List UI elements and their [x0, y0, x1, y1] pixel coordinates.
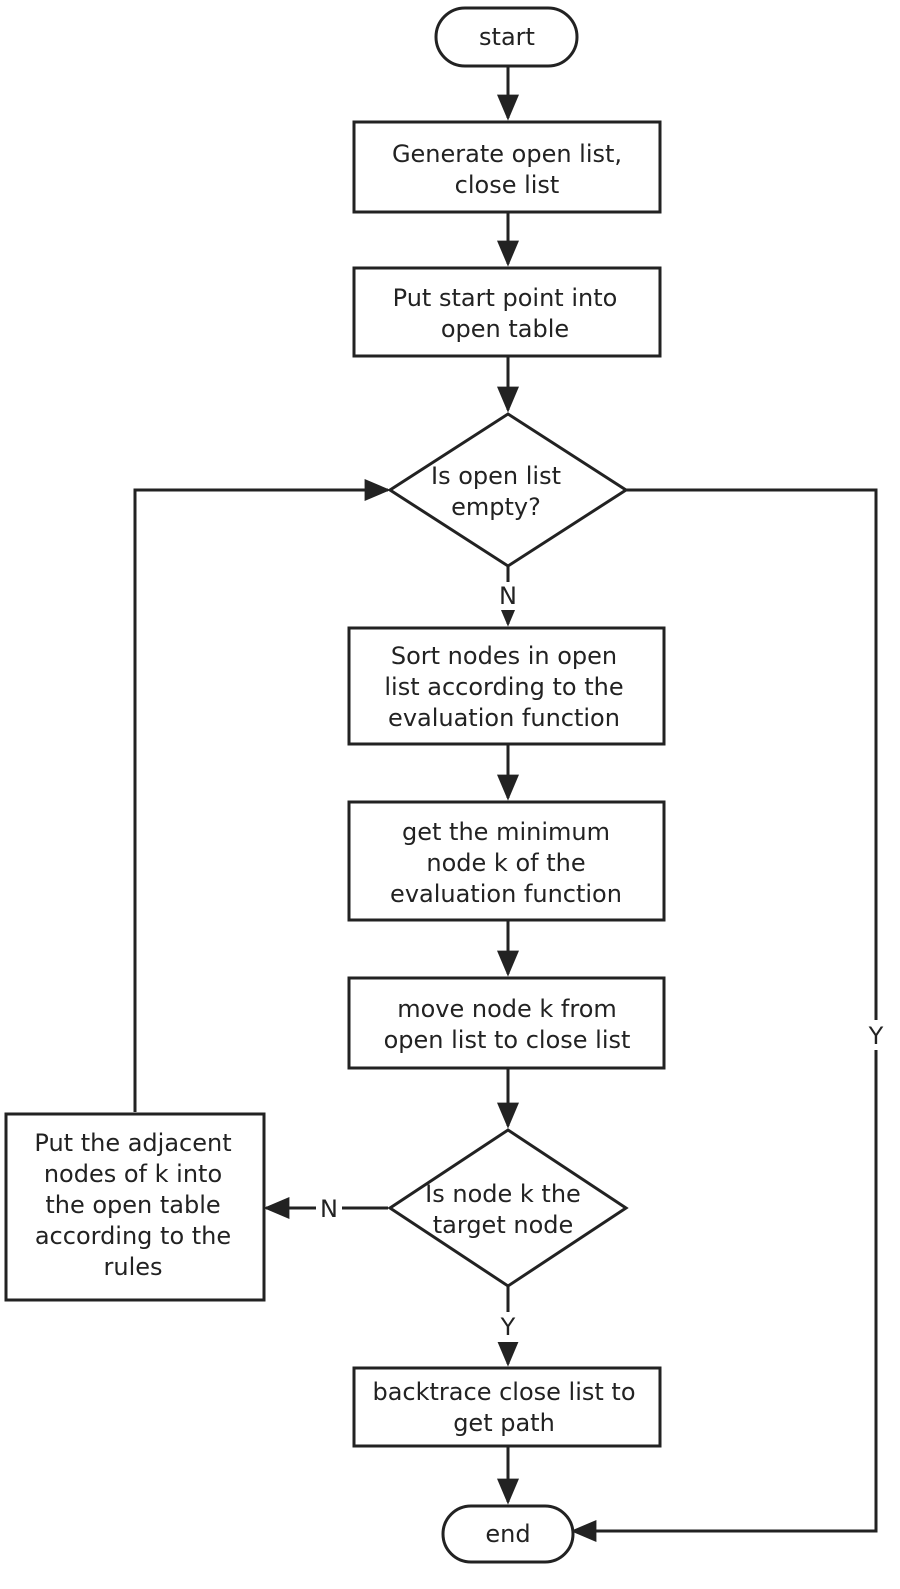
sort-box: [347, 626, 666, 746]
generate-label: Generate open list, close list: [392, 140, 622, 199]
label-line: move node k from: [397, 995, 617, 1023]
label-line: Is node k the: [425, 1180, 581, 1208]
edge-label-empty-no: N: [499, 582, 517, 610]
edge-is-empty-end: [570, 488, 878, 1542]
is-empty-diamond: [387, 412, 629, 568]
label-line: open table: [441, 315, 569, 343]
label-line: Put the adjacent: [34, 1129, 231, 1157]
is-target-diamond: [387, 1128, 629, 1288]
backtrace-box: [352, 1366, 662, 1448]
edge-label-target-yes: Y: [500, 1313, 516, 1341]
node-sort: Sort nodes in open list according to the e…: [347, 626, 666, 746]
node-end: end: [441, 1504, 575, 1564]
node-start: start: [434, 6, 579, 68]
get-min-box: [347, 800, 666, 922]
label-line: evaluation function: [390, 880, 622, 908]
label-line: target node: [433, 1211, 574, 1239]
put-adjacent-box: [4, 1112, 266, 1302]
label-line: Put start point into: [393, 284, 618, 312]
get-min-label: get the minimum node k of the evaluation f…: [390, 818, 622, 908]
node-put-start: Put start point into open table: [352, 266, 662, 358]
put-start-box: [352, 266, 662, 358]
start-terminal: [434, 6, 579, 68]
node-generate: Generate open list, close list: [352, 120, 662, 214]
label-line: evaluation function: [388, 704, 620, 732]
connectors: [133, 66, 878, 1542]
edge-label-bg: [496, 1312, 520, 1342]
node-is-empty: Is open list empty?: [387, 412, 629, 568]
label-line: list according to the: [384, 673, 623, 701]
end-label: end: [485, 1520, 530, 1548]
edge-label-bg: [864, 1020, 888, 1050]
edge-label-bg: [316, 1194, 342, 1222]
start-label: start: [479, 23, 535, 51]
label-line: node k of the: [426, 849, 585, 877]
backtrace-label: backtrace close list to get path: [372, 1378, 635, 1437]
node-is-target: Is node k the target node: [387, 1128, 629, 1288]
label-line: empty?: [451, 493, 541, 521]
label-line: Generate open list,: [392, 140, 622, 168]
label-line: rules: [103, 1253, 162, 1281]
label-line: get the minimum: [402, 818, 610, 846]
label-line: backtrace close list to: [372, 1378, 635, 1406]
label-line: open list to close list: [384, 1026, 631, 1054]
node-put-adjacent: Put the adjacent nodes of k into the open …: [4, 1112, 266, 1302]
move-box: [347, 976, 666, 1070]
edge-label-target-no: N: [320, 1195, 338, 1223]
label-line: Is open list: [431, 462, 561, 490]
label-line: get path: [453, 1409, 555, 1437]
label-line: Sort nodes in open: [391, 642, 617, 670]
node-move: move node k from open list to close list: [347, 976, 666, 1070]
is-target-label: Is node k the target node: [425, 1180, 581, 1239]
label-line: nodes of k into: [44, 1160, 222, 1188]
put-adjacent-label: Put the adjacent nodes of k into the open …: [34, 1129, 231, 1281]
end-terminal: [441, 1504, 575, 1564]
is-empty-label: Is open list empty?: [431, 462, 561, 521]
put-start-label: Put start point into open table: [393, 284, 618, 343]
label-line: the open table: [45, 1191, 220, 1219]
edge-put-adjacent-is-empty: [133, 479, 391, 1112]
edge-label-bg: [496, 582, 520, 610]
label-line: according to the: [35, 1222, 231, 1250]
generate-box: [352, 120, 662, 214]
sort-label: Sort nodes in open list according to the e…: [384, 642, 623, 732]
node-get-min: get the minimum node k of the evaluation f…: [347, 800, 666, 922]
edge-label-empty-yes: Y: [868, 1022, 884, 1050]
move-label: move node k from open list to close list: [384, 995, 631, 1054]
node-backtrace: backtrace close list to get path: [352, 1366, 662, 1448]
label-line: close list: [455, 171, 560, 199]
